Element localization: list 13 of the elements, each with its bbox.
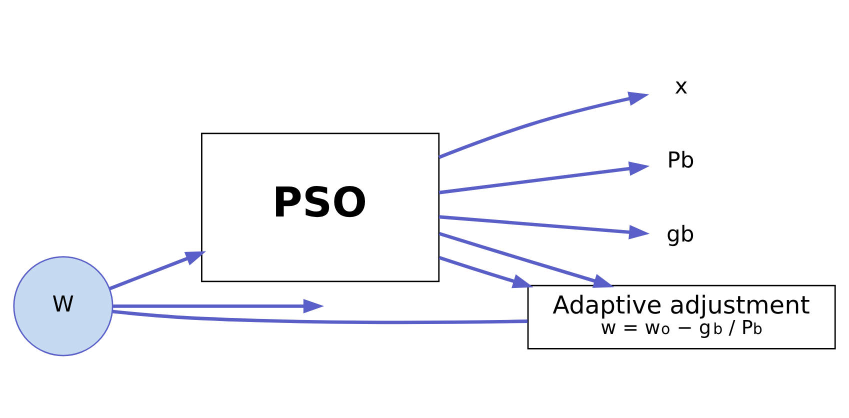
node-box: PSO — [201, 132, 440, 282]
node-text: Pb — [667, 148, 694, 173]
node-text: gb — [666, 222, 694, 247]
node-text: x — [674, 74, 688, 99]
arrow — [438, 91, 650, 158]
connector — [112, 309, 528, 324]
arrow — [113, 298, 324, 313]
node-circle: W — [13, 256, 114, 356]
arrow — [108, 250, 206, 290]
arrow — [438, 232, 614, 288]
arrow — [438, 160, 650, 194]
arrow — [438, 214, 650, 239]
arrow — [438, 255, 534, 288]
